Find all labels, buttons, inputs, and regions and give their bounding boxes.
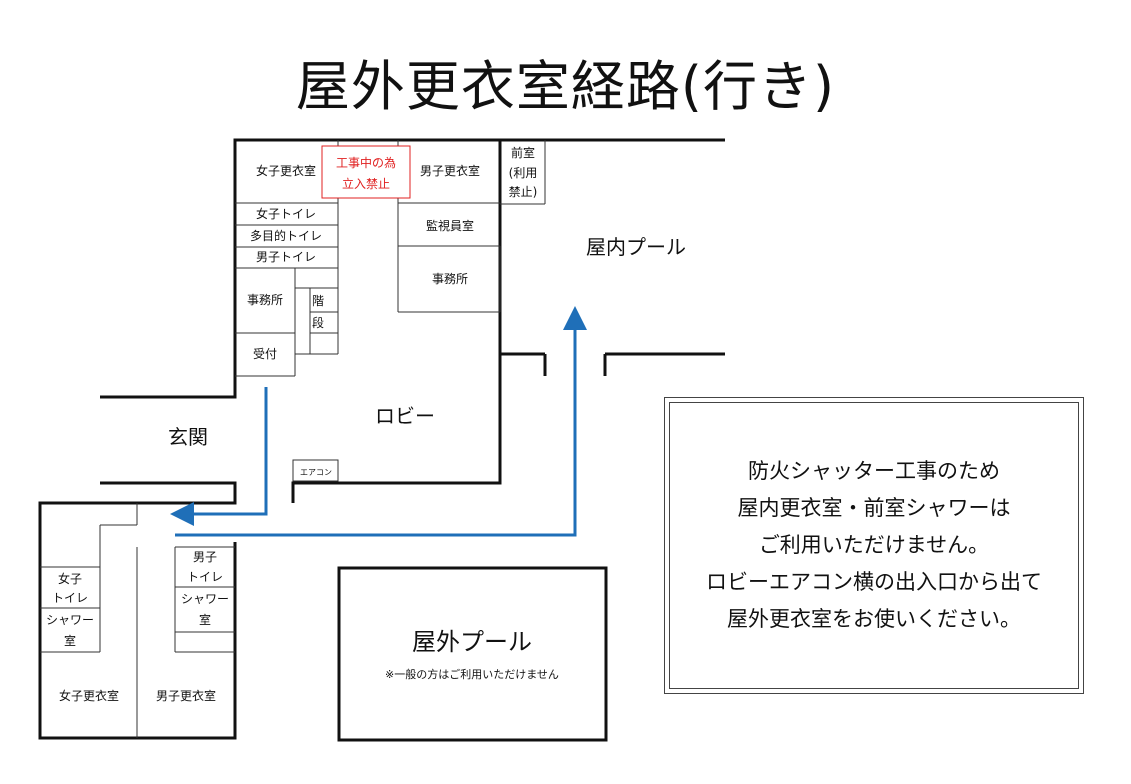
room-office-left: 事務所: [247, 293, 283, 307]
lower-men-toilet-2: トイレ: [187, 570, 223, 584]
outer-walls: [38, 138, 725, 740]
construction-text-2: 立入禁止: [342, 176, 390, 191]
room-women-toilet: 女子トイレ: [256, 206, 316, 221]
interior-walls: [40, 140, 546, 738]
stairs-label-2: 段: [312, 315, 324, 330]
page-title: 屋外更衣室経路(行き): [295, 55, 836, 118]
lower-men-toilet-1: 男子: [193, 550, 217, 564]
lower-men-shower-2: 室: [199, 612, 211, 627]
lower-women-toilet-1: 女子: [58, 571, 82, 586]
construction-text-1: 工事中の為: [336, 155, 396, 170]
route-arrows: [170, 306, 587, 537]
notice-line-3: ご利用いただけません。: [758, 533, 990, 557]
lower-women-toilet-2: トイレ: [52, 591, 88, 605]
room-multi-toilet: 多目的トイレ: [250, 228, 322, 243]
aircon-label: エアコン: [300, 468, 332, 477]
room-front-room-3: 禁止): [509, 185, 538, 199]
room-monitor: 監視員室: [426, 218, 474, 233]
notice-box: 防火シャッター工事のため 屋内更衣室・前室シャワーは ご利用いただけません。 ロ…: [664, 397, 1084, 694]
route-arrow-to-corridor: [170, 387, 268, 526]
outdoor-pool: [337, 566, 608, 742]
room-reception: 受付: [253, 347, 277, 361]
room-front-room-2: (利用: [509, 166, 538, 180]
room-office-right: 事務所: [432, 272, 468, 286]
lower-men-shower-1: シャワー: [181, 592, 229, 606]
room-men-toilet: 男子トイレ: [256, 250, 316, 264]
notice-line-2: 屋内更衣室・前室シャワーは: [737, 496, 1011, 520]
outdoor-pool-note: ※一般の方はご利用いただけません: [385, 667, 559, 681]
route-arrow-to-indoor-pool: [175, 306, 587, 537]
room-front-room-1: 前室: [511, 145, 535, 160]
room-women-changing-upper: 女子更衣室: [256, 163, 316, 178]
lower-women-shower-1: シャワー: [46, 613, 94, 627]
room-indoor-pool: 屋内プール: [586, 235, 686, 259]
lower-women-shower-2: 室: [64, 633, 76, 648]
room-outdoor-pool: 屋外プール: [412, 628, 532, 656]
construction-warning-box: [321, 145, 411, 199]
notice-line-5: 屋外更衣室をお使いください。: [727, 607, 1021, 631]
notice-line-1: 防火シャッター工事のため: [748, 459, 1000, 483]
notice-line-4: ロビーエアコン横の出入口から出て: [706, 570, 1042, 594]
room-entrance: 玄関: [168, 425, 208, 449]
room-men-changing-lower: 男子更衣室: [156, 688, 216, 703]
room-women-changing-lower: 女子更衣室: [59, 688, 119, 703]
stairs-label-1: 階: [312, 293, 324, 308]
room-labels: 女子更衣室 工事中の為 立入禁止 男子更衣室 前室 (利用 禁止) 女子トイレ …: [46, 145, 686, 703]
room-men-changing-upper: 男子更衣室: [420, 163, 480, 178]
room-lobby: ロビー: [375, 404, 435, 428]
